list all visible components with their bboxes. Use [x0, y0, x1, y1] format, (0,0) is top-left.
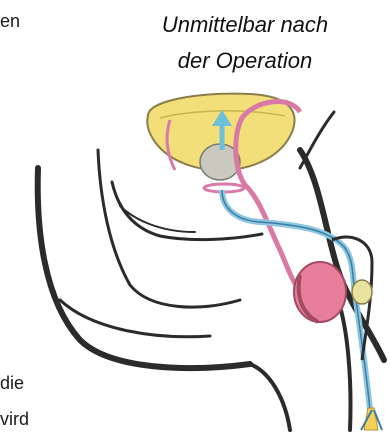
cropped-text-bottom-2: vird	[0, 409, 29, 430]
cropped-text-bottom-1: die	[0, 373, 24, 394]
testis	[294, 262, 346, 322]
glans	[352, 280, 372, 304]
